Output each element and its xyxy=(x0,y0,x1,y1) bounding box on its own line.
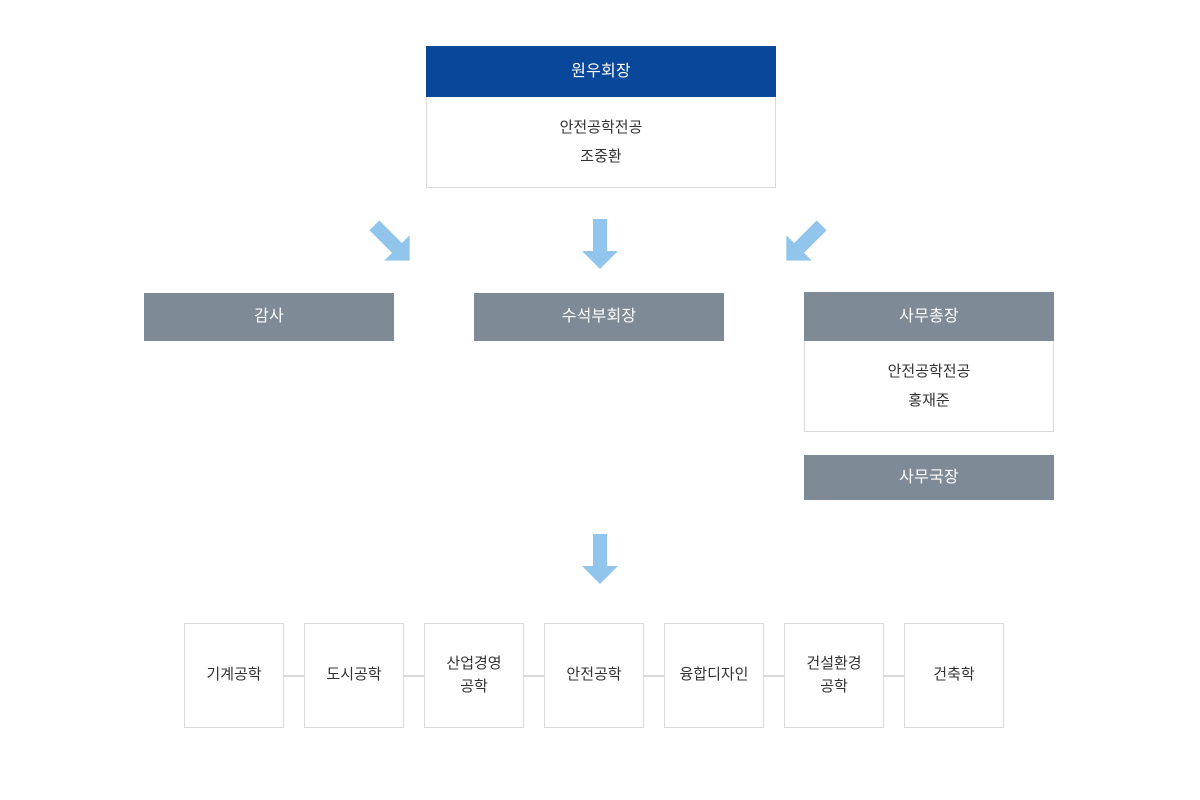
node-president-details: 안전공학전공 조중환 xyxy=(426,97,776,188)
node-secretary-general-major: 안전공학전공 xyxy=(887,362,971,380)
department-connector xyxy=(284,674,304,677)
node-president-name: 조중환 xyxy=(580,148,622,165)
arrow-down-right-icon xyxy=(769,208,840,279)
node-secretary-general-details: 안전공학전공 홍재준 xyxy=(804,341,1054,432)
node-secretary-general[interactable]: 사무총장 안전공학전공 홍재준 xyxy=(804,292,1054,432)
arrow-down-left-icon xyxy=(357,208,428,279)
department-label: 기계공학 xyxy=(206,666,262,684)
department-box[interactable]: 건축학 xyxy=(904,623,1004,728)
node-president-major: 안전공학전공 xyxy=(559,118,643,136)
arrow-down-icon xyxy=(575,219,625,269)
node-auditor[interactable]: 감사 xyxy=(144,293,394,341)
department-box[interactable]: 도시공학 xyxy=(304,623,404,728)
department-box[interactable]: 안전공학 xyxy=(544,623,644,728)
department-connector xyxy=(644,674,664,677)
department-label: 도시공학 xyxy=(326,666,382,684)
department-box[interactable]: 융합디자인 xyxy=(664,623,764,728)
node-office-director-title: 사무국장 xyxy=(804,455,1054,500)
arrow-down-icon xyxy=(575,534,625,584)
department-connector xyxy=(884,674,904,677)
department-connector xyxy=(404,674,424,677)
node-senior-vice-president-title: 수석부회장 xyxy=(474,293,724,341)
department-label: 건축학 xyxy=(933,666,975,684)
node-senior-vice-president[interactable]: 수석부회장 xyxy=(474,293,724,341)
node-president-title: 원우회장 xyxy=(426,46,776,97)
node-secretary-general-title: 사무총장 xyxy=(804,292,1054,341)
department-label: 융합디자인 xyxy=(679,666,749,684)
department-connector xyxy=(524,674,544,677)
node-president[interactable]: 원우회장 안전공학전공 조중환 xyxy=(426,46,776,188)
department-label: 안전공학 xyxy=(566,666,622,684)
node-office-director[interactable]: 사무국장 xyxy=(804,455,1054,500)
node-secretary-general-name: 홍재준 xyxy=(908,392,950,409)
node-auditor-title: 감사 xyxy=(144,293,394,341)
department-box[interactable]: 기계공학 xyxy=(184,623,284,728)
department-connector xyxy=(764,674,784,677)
